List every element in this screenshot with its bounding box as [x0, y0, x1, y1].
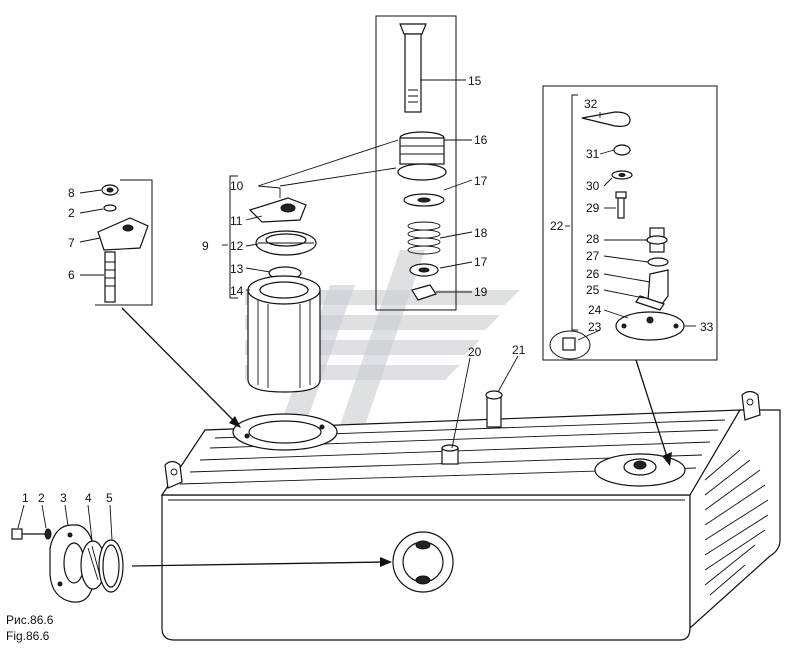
filler-filter-assembly: [222, 139, 399, 393]
valve-stack-assembly: [375, 15, 473, 311]
callout-25: 25: [586, 283, 600, 297]
callout-14: 14: [230, 284, 244, 298]
figure-caption: Рис.86.6 Fig.86.6: [6, 613, 54, 643]
leader-21: [497, 355, 519, 393]
callout-12: 12: [230, 239, 244, 253]
callout-13: 13: [230, 262, 244, 276]
callout-29: 29: [586, 201, 600, 215]
vent-valve-assembly: [79, 179, 241, 428]
callout-15: 15: [468, 74, 482, 88]
callout-10: 10: [230, 179, 244, 193]
callout-6: 6: [68, 268, 75, 282]
drain-assembly: [11, 504, 392, 603]
caption-ru: Рис.86.6: [6, 613, 54, 627]
callout-5: 5: [106, 491, 113, 505]
callout-20: 20: [468, 345, 482, 359]
callout-16: 16: [474, 133, 488, 147]
callout-17b: 17: [474, 255, 488, 269]
caption-en: Fig.86.6: [6, 629, 50, 643]
callout-8: 8: [68, 186, 75, 200]
callout-4: 4: [85, 491, 92, 505]
callout-9: 9: [202, 239, 209, 253]
callout-18: 18: [474, 226, 488, 240]
callout-19: 19: [474, 285, 488, 299]
sender-arrow: [635, 359, 669, 461]
callout-21: 21: [512, 343, 526, 357]
callout-33: 33: [700, 320, 714, 334]
callout-31: 31: [586, 147, 600, 161]
callout-28: 28: [586, 232, 600, 246]
callout-27: 27: [586, 249, 600, 263]
callout-26: 26: [586, 267, 600, 281]
callout-30: 30: [586, 179, 600, 193]
fuel-tank: [160, 390, 781, 641]
callout-32: 32: [584, 97, 598, 111]
callout-11: 11: [230, 214, 243, 228]
callout-22: 22: [550, 219, 564, 233]
callout-1: 1: [22, 491, 29, 505]
callout-7: 7: [68, 236, 75, 250]
callout-23: 23: [588, 320, 602, 334]
callout-3: 3: [60, 491, 67, 505]
level-sender-assembly: [542, 85, 718, 361]
callout-24: 24: [588, 303, 602, 317]
callout-17a: 17: [474, 174, 488, 188]
leader-20: [451, 357, 471, 449]
callout-2b: 2: [68, 206, 75, 220]
callout-2: 2: [38, 491, 45, 505]
callout-labels: 1 2 3 4 5 6 7 8 2 9 10 11 12 13 14 15 16…: [22, 74, 714, 505]
